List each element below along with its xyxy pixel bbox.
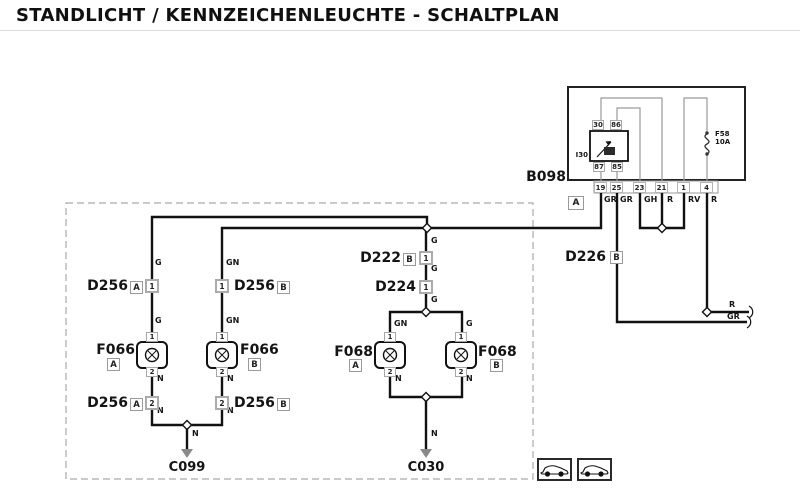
wire-color-label: GN (226, 258, 240, 267)
relay-pin-30: 30 (592, 120, 604, 130)
lamp-pin-bottom: 2 (455, 367, 467, 377)
lamp-pin-top: 1 (216, 332, 228, 342)
fusebox-connector-letter: A (568, 196, 584, 210)
wire-color-label: GR (727, 312, 740, 321)
fusebox-pin-number: 4 (700, 182, 713, 193)
car-icon (537, 458, 572, 481)
fusebox-pin-number: 25 (610, 182, 623, 193)
ground-arrows (181, 449, 432, 458)
lamp-letter: B (490, 359, 503, 372)
harness-dashed-boundary (65, 202, 534, 480)
connector-label: D256 (234, 278, 275, 294)
lamp-label: F066 (240, 342, 279, 358)
connector-pin: 1 (215, 279, 229, 293)
connector-pin: 1 (145, 279, 159, 293)
fuse-rating: 10A (715, 138, 731, 146)
lamp-pin-top: 1 (455, 332, 467, 342)
fuse-symbol (704, 131, 710, 156)
connector-pin: 2 (215, 396, 229, 410)
lamp-letter: B (248, 358, 261, 371)
page-title: STANDLICHT / KENNZEICHENLEUCHTE - SCHALT… (16, 5, 560, 26)
wire-color-label: G (431, 295, 438, 304)
wire-color-label: N (157, 374, 164, 383)
wire-color-label: N (431, 429, 438, 438)
relay-pin-87: 87 (593, 162, 605, 172)
wire-color-label: G (431, 264, 438, 273)
fusebox-pin-number: 21 (655, 182, 668, 193)
connector-label: D256 (234, 395, 275, 411)
fuse-name: F58 (715, 130, 730, 138)
relay-pin-85: 85 (611, 162, 623, 172)
connector-label: D256 (87, 278, 128, 294)
wire-color-label: N (192, 429, 199, 438)
car-icon (577, 458, 612, 481)
fusebox-internal-wires (600, 97, 708, 181)
connector-letter: A (130, 281, 143, 294)
fusebox-label: B098 (526, 169, 566, 185)
connector-pin: 1 (419, 251, 433, 265)
connector-letter: B (403, 253, 416, 266)
wire-color-label: R (667, 195, 674, 204)
ground-label: C099 (168, 460, 206, 475)
connector-label: D224 (375, 279, 416, 295)
wire-color-label: G (431, 236, 438, 245)
connector-label: D226 (565, 249, 606, 265)
lamp-pin-top: 1 (384, 332, 396, 342)
fusebox-pin-number: 23 (633, 182, 646, 193)
lamp-pin-top: 1 (146, 332, 158, 342)
title-divider (0, 30, 800, 31)
wire-color-label: N (395, 374, 402, 383)
wire-color-label: GN (394, 319, 408, 328)
relay-id-label: I30 (575, 151, 588, 159)
fusebox-pin-number: 19 (594, 182, 607, 193)
lamp-pin-bottom: 2 (146, 367, 158, 377)
wire-color-label: GR (604, 195, 617, 204)
connector-label: D222 (360, 250, 401, 266)
wire-color-label: GN (226, 316, 240, 325)
ground-label: C030 (407, 460, 445, 475)
wire-color-label: R (711, 195, 718, 204)
wire-color-label: R (729, 300, 736, 309)
wire-color-label: N (227, 406, 234, 415)
wire-color-label: GR (620, 195, 633, 204)
wire-color-label: RV (688, 195, 701, 204)
wire-color-label: N (227, 374, 234, 383)
lamp-label: F066 (96, 342, 135, 358)
lamp-pin-bottom: 2 (384, 367, 396, 377)
connector-label: D256 (87, 395, 128, 411)
wire-color-label: N (157, 406, 164, 415)
connector-letter: A (130, 398, 143, 411)
wire-color-label: G (155, 258, 162, 267)
off-page-marks (746, 305, 754, 329)
fusebox-pin-number: 1 (677, 182, 690, 193)
connector-letter: B (610, 251, 623, 264)
lamp-letter: A (349, 359, 362, 372)
lamp-pin-bottom: 2 (216, 367, 228, 377)
lamp-label: F068 (334, 344, 373, 360)
relay-symbol (589, 130, 629, 162)
connector-pin: 1 (419, 280, 433, 294)
lamp-symbols (136, 341, 477, 369)
relay-pin-86: 86 (610, 120, 622, 130)
lamp-label: F068 (478, 344, 517, 360)
wire-color-label: G (466, 319, 473, 328)
connector-pin: 2 (145, 396, 159, 410)
connector-letter: B (277, 281, 290, 294)
wire-color-label: GH (644, 195, 658, 204)
wire-color-label: G (155, 316, 162, 325)
lamp-letter: A (107, 358, 120, 371)
wire-color-label: N (466, 374, 473, 383)
connector-letter: B (277, 398, 290, 411)
